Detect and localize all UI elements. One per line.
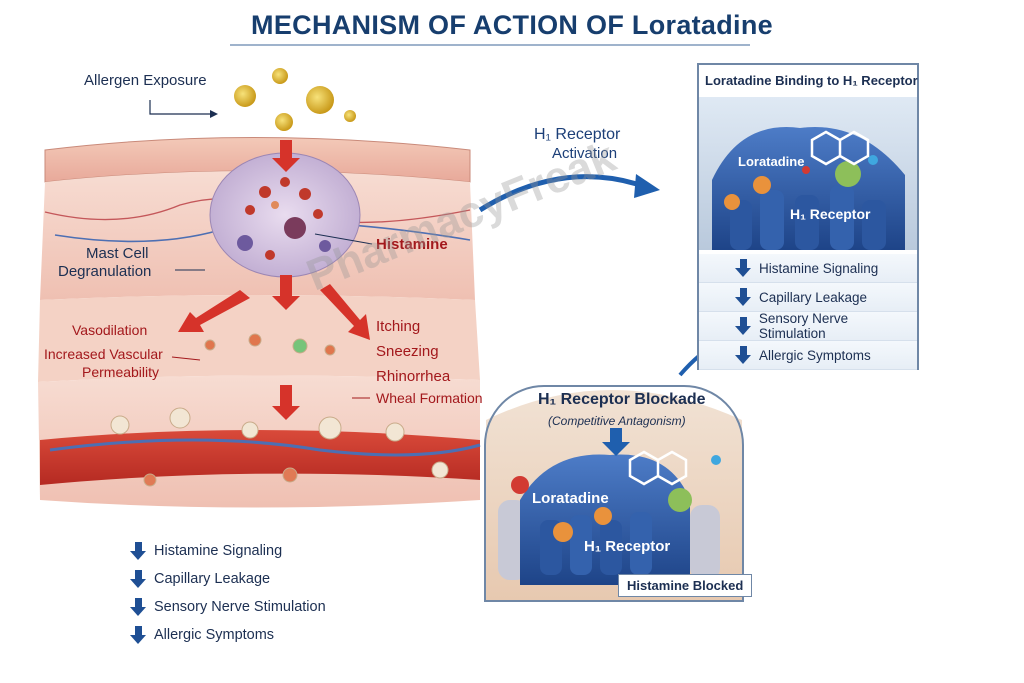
down-arrow-icon bbox=[130, 625, 148, 645]
binding-effects-list: Histamine Signaling Capillary Leakage Se… bbox=[699, 254, 917, 370]
pollen-grain bbox=[344, 110, 356, 122]
down-arrow-icon bbox=[735, 316, 753, 336]
rhinorrhea-label: Rhinorrhea bbox=[376, 368, 451, 385]
down-arrow-icon bbox=[735, 287, 753, 307]
left-effects-list: Histamine Signaling Capillary Leakage Se… bbox=[130, 537, 326, 649]
binding-drug-label: Loratadine bbox=[738, 154, 805, 169]
down-arrow-icon bbox=[130, 569, 148, 589]
list-item: Allergic Symptoms bbox=[699, 341, 917, 370]
list-item: Allergic Symptoms bbox=[130, 621, 326, 649]
mast-cell bbox=[209, 152, 361, 278]
title-divider bbox=[230, 44, 750, 46]
page-title: MECHANISM OF ACTION OF Loratadine bbox=[251, 10, 773, 40]
blockade-panel bbox=[484, 385, 744, 602]
binding-panel-title: Loratadine Binding to H₁ Receptor bbox=[705, 73, 918, 88]
activation-label-line2: Activation bbox=[552, 145, 618, 162]
permeability-pointer bbox=[171, 356, 201, 361]
permeability-label: Permeability bbox=[82, 364, 160, 380]
exposure-arrowhead bbox=[210, 110, 218, 118]
mast-cell-label-line1: Mast Cell bbox=[86, 245, 149, 262]
blockade-drug-label: Loratadine bbox=[532, 490, 609, 507]
down-arrow-icon bbox=[130, 597, 148, 617]
list-item: Histamine Signaling bbox=[130, 537, 326, 565]
down-arrow-icon bbox=[130, 541, 148, 561]
binding-receptor-label: H₁ Receptor bbox=[790, 206, 871, 222]
blockade-panel-title: H₁ Receptor Blockade bbox=[538, 391, 706, 408]
wheal-formation-label: Wheal Formation bbox=[376, 390, 483, 406]
histamine-blocked-badge: Histamine Blocked bbox=[618, 574, 753, 597]
pollen-grain bbox=[234, 85, 256, 107]
pollen-grain bbox=[275, 113, 293, 131]
sneezing-label: Sneezing bbox=[376, 343, 439, 360]
list-item: Capillary Leakage bbox=[130, 565, 326, 593]
binding-illustration bbox=[699, 97, 917, 250]
pollen-grain bbox=[306, 86, 334, 114]
activation-arrowhead bbox=[634, 174, 660, 198]
exposure-arrow bbox=[149, 100, 210, 115]
mast-cell-label-line2: Degranulation bbox=[58, 263, 152, 280]
down-arrow-icon bbox=[735, 258, 753, 278]
pollen-grain bbox=[272, 68, 288, 84]
increased-vascular-label: Increased Vascular bbox=[44, 346, 163, 362]
red-arrows bbox=[178, 140, 370, 420]
activation-label-line1: H₁ Receptor bbox=[534, 126, 621, 143]
blockade-panel-subtitle: (Competitive Antagonism) bbox=[548, 414, 686, 428]
vasodilation-label: Vasodilation bbox=[72, 322, 148, 338]
list-item: Sensory Nerve Stimulation bbox=[699, 311, 917, 341]
down-arrow-icon bbox=[735, 345, 753, 365]
tissue-cells bbox=[110, 333, 449, 487]
histamine-pointer bbox=[314, 233, 373, 245]
list-item: Sensory Nerve Stimulation bbox=[130, 593, 326, 621]
itching-label: Itching bbox=[376, 318, 421, 335]
histamine-label: Histamine bbox=[376, 236, 448, 253]
pollen-grains bbox=[234, 68, 356, 131]
allergen-exposure-label: Allergen Exposure bbox=[84, 72, 207, 89]
list-item: Histamine Signaling bbox=[699, 254, 917, 283]
blockade-receptor-label: H₁ Receptor bbox=[584, 538, 671, 555]
list-item: Capillary Leakage bbox=[699, 283, 917, 312]
activation-curve-arrow bbox=[478, 174, 641, 213]
